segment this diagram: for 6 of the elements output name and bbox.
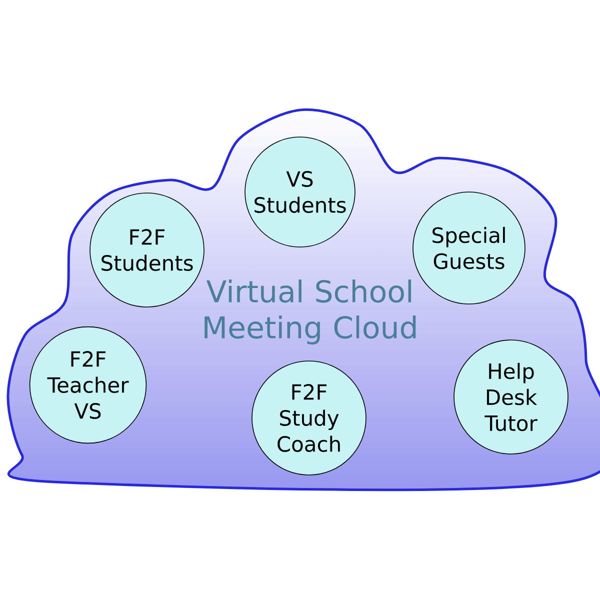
circle-node: Help Desk Tutor [454, 340, 568, 454]
circle-node: F2F Teacher VS [29, 326, 147, 444]
circle-node: Special Guests [412, 192, 526, 304]
circle-node: F2F Students [90, 192, 204, 308]
circle-node: F2F Study Coach [252, 360, 366, 476]
circle-node: VS Students [244, 136, 356, 248]
